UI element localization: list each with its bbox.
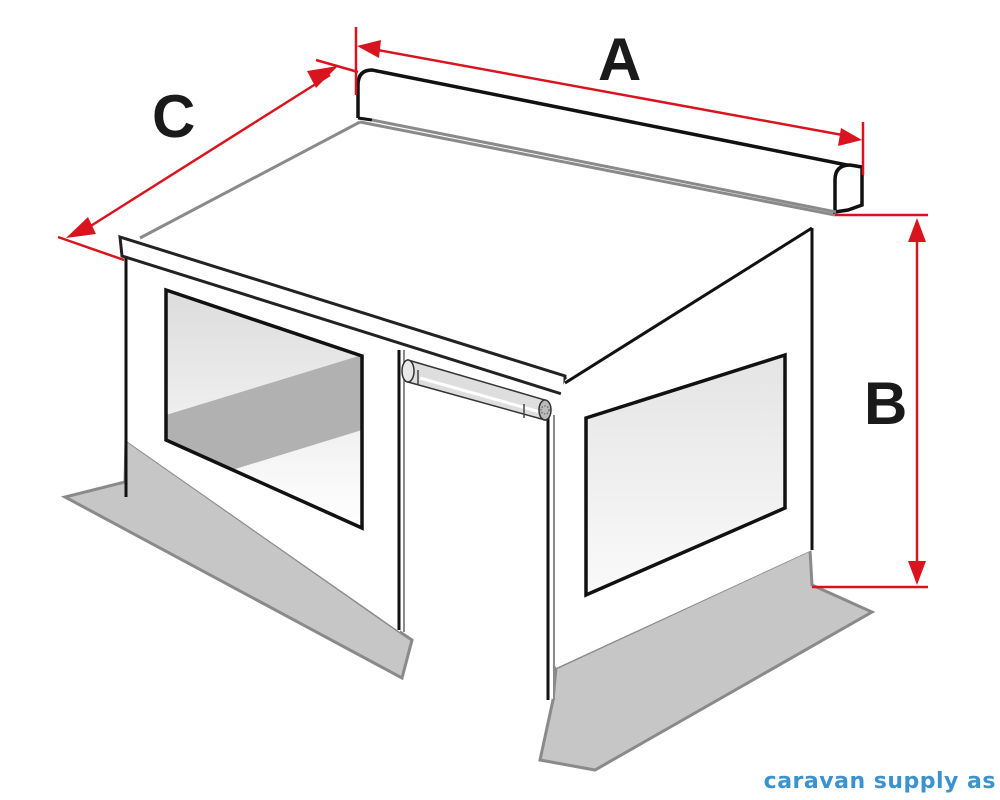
awning-cassette [356, 68, 864, 215]
dimension-a: A [354, 26, 865, 175]
awning-roof [125, 120, 836, 376]
side-window [584, 352, 787, 598]
front-window-left [164, 287, 364, 531]
dimension-c: C [57, 58, 359, 262]
dimension-label-b: B [864, 370, 907, 437]
dimension-label-c: C [152, 83, 195, 150]
dimension-label-a: A [598, 26, 641, 93]
dimension-b: B [812, 213, 928, 589]
brand-logo-text: caravan supply as [763, 769, 996, 794]
rolled-door-icon [401, 358, 552, 421]
front-door-panel [405, 355, 555, 700]
